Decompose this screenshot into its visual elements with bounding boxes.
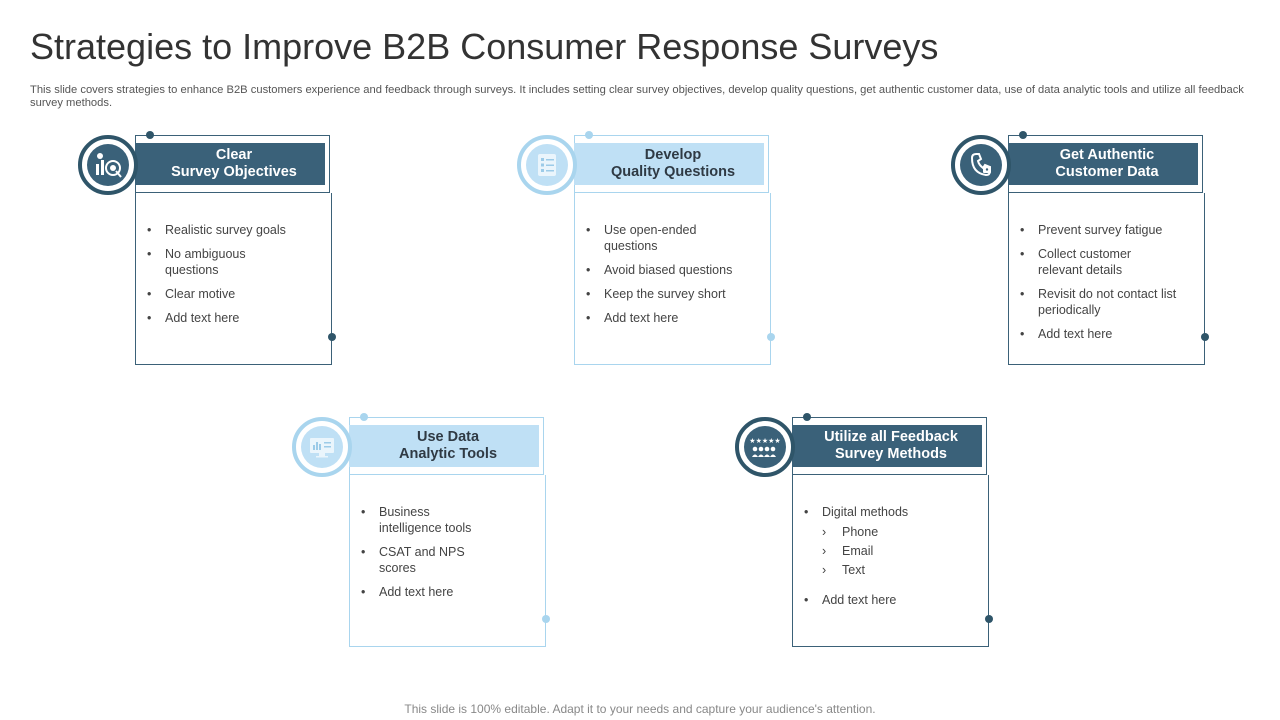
checklist-icon bbox=[526, 144, 568, 186]
card-icon-circle bbox=[951, 135, 1011, 195]
card-header: Develop Quality Questions bbox=[574, 143, 764, 185]
connector-dot bbox=[1019, 131, 1027, 139]
bullet-list: Realistic survey goals No ambiguous ques… bbox=[147, 222, 317, 334]
card-body: Prevent survey fatigue Collect customer … bbox=[1008, 193, 1205, 365]
sub-list-item: Text bbox=[822, 562, 974, 578]
bullet-list: Business intelligence tools CSAT and NPS… bbox=[361, 504, 531, 608]
list-item: Add text here bbox=[147, 310, 317, 326]
list-item: Digital methods Phone Email Text bbox=[804, 504, 974, 578]
card-title: Clear Survey Objectives bbox=[171, 147, 297, 180]
card-title: Use Data Analytic Tools bbox=[398, 429, 498, 462]
card-header: Get Authentic Customer Data bbox=[1008, 143, 1198, 185]
list-item: No ambiguous questions bbox=[147, 246, 275, 278]
bullet-list: Digital methods Phone Email Text Add tex… bbox=[804, 504, 974, 616]
connector-dot bbox=[360, 413, 368, 421]
sub-list: Phone Email Text bbox=[822, 524, 974, 578]
card-body: Business intelligence tools CSAT and NPS… bbox=[349, 475, 546, 647]
list-item: Business intelligence tools bbox=[361, 504, 494, 536]
card-icon-circle: ★★★★★ bbox=[735, 417, 795, 477]
list-item: Add text here bbox=[361, 584, 531, 600]
card-header: Use Data Analytic Tools bbox=[349, 425, 539, 467]
connector-dot bbox=[542, 615, 550, 623]
strategy-card-authentic-data: Prevent survey fatigue Collect customer … bbox=[951, 131, 1211, 375]
strategy-card-analytic-tools: Business intelligence tools CSAT and NPS… bbox=[292, 413, 552, 657]
list-item: CSAT and NPS scores bbox=[361, 544, 489, 576]
list-item: Add text here bbox=[804, 592, 974, 608]
connector-dot bbox=[585, 131, 593, 139]
list-item: Keep the survey short bbox=[586, 286, 756, 302]
list-item: Prevent survey fatigue bbox=[1020, 222, 1190, 238]
card-body: Digital methods Phone Email Text Add tex… bbox=[792, 475, 989, 647]
card-icon-circle bbox=[78, 135, 138, 195]
connector-dot bbox=[767, 333, 775, 341]
page-footer: This slide is 100% editable. Adapt it to… bbox=[404, 702, 876, 716]
star-rating-people-icon: ★★★★★ bbox=[744, 426, 786, 468]
page-subtitle: This slide covers strategies to enhance … bbox=[30, 84, 1244, 109]
list-item: Collect customer relevant details bbox=[1020, 246, 1163, 278]
sub-list-item: Email bbox=[822, 543, 974, 559]
svg-text:★★★★★: ★★★★★ bbox=[749, 437, 780, 445]
list-item: Realistic survey goals bbox=[147, 222, 317, 238]
connector-dot bbox=[985, 615, 993, 623]
strategy-card-quality-questions: Use open-ended questions Avoid biased qu… bbox=[517, 131, 777, 375]
connector-dot bbox=[146, 131, 154, 139]
strategy-card-clear-objectives: Realistic survey goals No ambiguous ques… bbox=[78, 131, 338, 375]
card-icon-circle bbox=[292, 417, 352, 477]
list-item: Revisit do not contact list periodically bbox=[1020, 286, 1188, 318]
strategy-card-feedback-methods: Digital methods Phone Email Text Add tex… bbox=[735, 413, 995, 657]
sub-list-item: Phone bbox=[822, 524, 974, 540]
card-title: Get Authentic Customer Data bbox=[1055, 147, 1159, 180]
card-body: Use open-ended questions Avoid biased qu… bbox=[574, 193, 771, 365]
bullet-list: Use open-ended questions Avoid biased qu… bbox=[586, 222, 756, 334]
page-title: Strategies to Improve B2B Consumer Respo… bbox=[30, 26, 939, 67]
card-title: Develop Quality Questions bbox=[610, 147, 736, 180]
card-body: Realistic survey goals No ambiguous ques… bbox=[135, 193, 332, 365]
list-item: Add text here bbox=[1020, 326, 1190, 342]
list-item: Avoid biased questions bbox=[586, 262, 756, 278]
connector-dot bbox=[328, 333, 336, 341]
list-item: Use open-ended questions bbox=[586, 222, 719, 254]
card-header: Clear Survey Objectives bbox=[135, 143, 325, 185]
connector-dot bbox=[803, 413, 811, 421]
list-item: Add text here bbox=[586, 310, 756, 326]
monitor-analytics-icon bbox=[301, 426, 343, 468]
card-icon-circle bbox=[517, 135, 577, 195]
phone-lock-icon bbox=[960, 144, 1002, 186]
list-item-label: Digital methods bbox=[822, 505, 909, 519]
list-item: Clear motive bbox=[147, 286, 317, 302]
card-title: Utilize all Feedback Survey Methods bbox=[824, 429, 958, 462]
connector-dot bbox=[1201, 333, 1209, 341]
card-header: Utilize all Feedback Survey Methods bbox=[792, 425, 982, 467]
bullet-list: Prevent survey fatigue Collect customer … bbox=[1020, 222, 1190, 350]
target-chart-icon bbox=[87, 144, 129, 186]
